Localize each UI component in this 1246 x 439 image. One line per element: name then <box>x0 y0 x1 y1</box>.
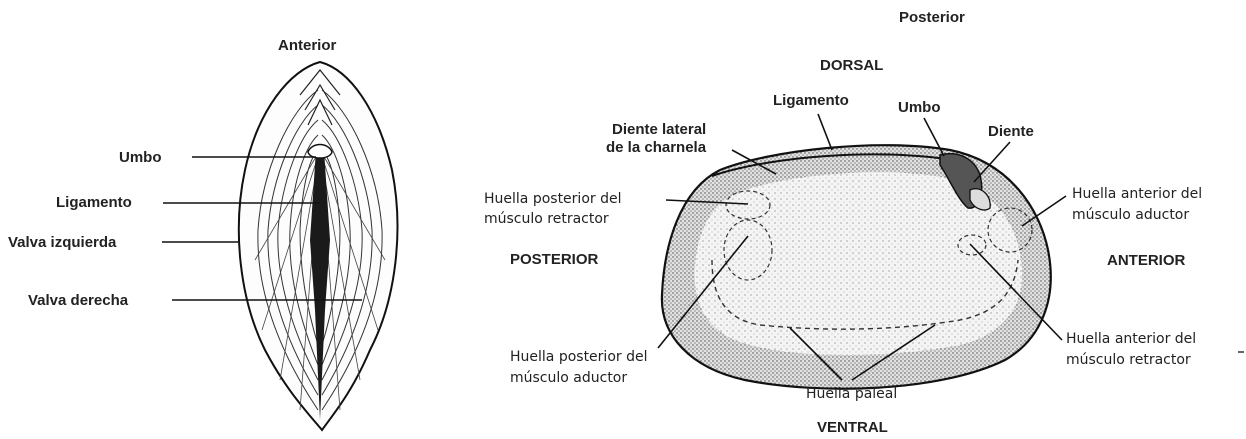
label-huella-post-aductor-line2: músculo aductor <box>510 370 627 386</box>
label-diente-lateral-line2: de la charnela <box>606 139 707 156</box>
label-posterior-side: POSTERIOR <box>510 251 599 268</box>
right-top-label-posterior: Posterior <box>899 9 965 26</box>
leader-ligamento-right <box>818 114 832 150</box>
left-top-label-anterior: Anterior <box>278 37 337 54</box>
label-diente-lateral-line1: Diente lateral <box>612 121 706 138</box>
label-ligamento-left: Ligamento <box>56 194 132 211</box>
label-ligamento-right: Ligamento <box>773 92 849 109</box>
label-huella-ant-retractor-line1: Huella anterior del <box>1066 331 1196 347</box>
label-anterior-side: ANTERIOR <box>1107 252 1186 269</box>
label-huella-paleal: Huella paleal <box>806 386 897 402</box>
label-umbo-right: Umbo <box>898 99 941 116</box>
label-huella-post-retractor-line1: Huella posterior del <box>484 191 621 207</box>
label-dorsal: DORSAL <box>820 57 883 74</box>
label-huella-ant-retractor-line2: músculo retractor <box>1066 352 1191 368</box>
label-ventral: VENTRAL <box>817 419 888 436</box>
label-diente: Diente <box>988 123 1034 140</box>
label-huella-post-retractor-line2: músculo retractor <box>484 211 609 227</box>
label-valva-derecha: Valva derecha <box>28 292 129 309</box>
label-valva-izquierda: Valva izquierda <box>8 234 117 251</box>
dorsal-view-shell <box>239 62 398 430</box>
label-huella-post-aductor-line1: Huella posterior del <box>510 349 647 365</box>
label-huella-ant-aductor-line2: músculo aductor <box>1072 207 1189 223</box>
umbo-knob <box>308 145 332 159</box>
label-huella-ant-aductor-line1: Huella anterior del <box>1072 186 1202 202</box>
label-umbo-left: Umbo <box>119 149 162 166</box>
